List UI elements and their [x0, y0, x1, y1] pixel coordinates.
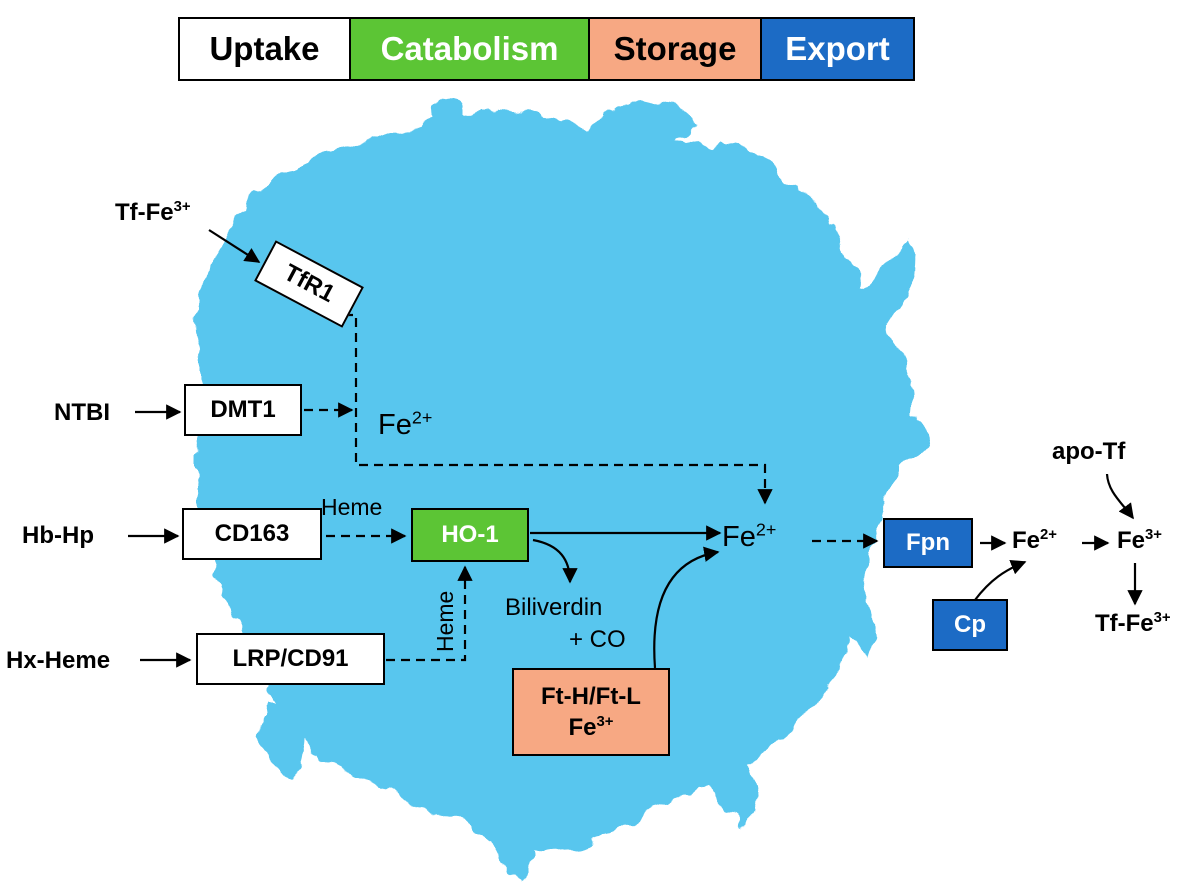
biliverdin-label: Biliverdin: [505, 594, 603, 621]
apo-tf-label: apo-Tf: [1052, 438, 1126, 465]
cell-pseudopod: [710, 140, 792, 210]
heme-label-top: Heme: [321, 494, 383, 520]
fe3-out-label: Fe3+: [1117, 527, 1162, 554]
arrow-tfr1-to-fe2: [344, 313, 773, 505]
arrow-lrp-to-ho1: [386, 565, 473, 662]
fe2-pool-label: Fe2+: [378, 407, 433, 441]
tf-fe3-input-label: Tf-Fe3+: [115, 199, 191, 226]
hb-hp-label: Hb-Hp: [22, 522, 94, 549]
ferritin-box: Ft-H/Ft-L Fe3+: [512, 668, 670, 756]
fe2-center-label: Fe2+: [722, 519, 777, 553]
legend-storage: Storage: [588, 17, 762, 81]
ferritin-line2: Fe3+: [568, 714, 614, 741]
legend-export: Export: [760, 17, 915, 81]
cell-pseudopod: [820, 560, 874, 660]
ferritin-line1: Ft-H/Ft-L: [541, 682, 641, 710]
tf-fe3-output-label: Tf-Fe3+: [1095, 610, 1171, 637]
legend-catabolism: Catabolism: [349, 17, 590, 81]
arrow-apotf-to-fe3: [1105, 473, 1134, 520]
fpn-box: Fpn: [883, 518, 973, 568]
cell-pseudopod: [800, 239, 916, 380]
cell-pseudopod: [259, 700, 307, 780]
cell-pseudopod: [196, 250, 245, 350]
arrow-cp-to-conversion: [974, 560, 1027, 601]
fe2-out-label: Fe2+: [1012, 527, 1057, 554]
arrow-ferritin-to-fe2: [653, 546, 720, 669]
cp-box: Cp: [932, 599, 1008, 651]
cell-pseudopod: [560, 103, 700, 190]
arrow-ho1-to-biliverdin: [532, 538, 578, 584]
ho1-box: HO-1: [411, 508, 529, 562]
legend-uptake: Uptake: [178, 17, 351, 81]
cell-pseudopod: [431, 98, 464, 170]
cell-pseudopod: [490, 820, 535, 880]
co-label: + CO: [569, 626, 626, 653]
cd163-box: CD163: [182, 508, 322, 560]
dmt1-box: DMT1: [184, 384, 302, 436]
heme-label-side: Heme: [432, 590, 458, 652]
cell-pseudopod: [690, 740, 758, 830]
ntbi-label: NTBI: [54, 399, 110, 426]
hx-heme-label: Hx-Heme: [6, 647, 111, 674]
cell-pseudopod: [840, 411, 932, 470]
arrow-tffe-to-tfr1: [208, 229, 261, 263]
lrp-cd91-box: LRP/CD91: [196, 633, 385, 685]
